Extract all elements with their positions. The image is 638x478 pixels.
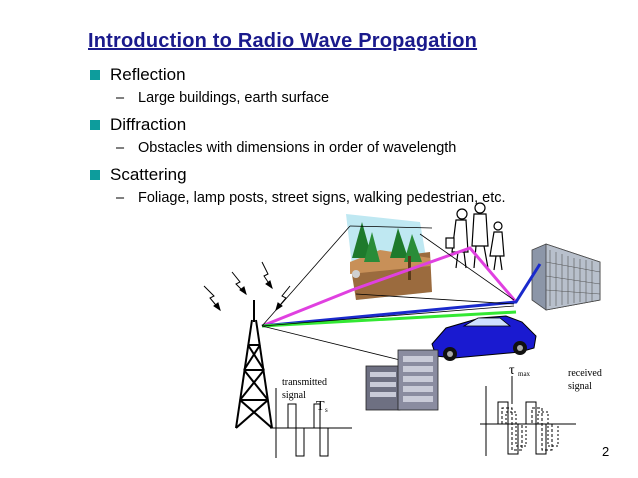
received-label: received (568, 368, 602, 379)
bullet-square-icon (90, 70, 100, 80)
ray-blue (261, 263, 542, 328)
received-signal-plot (480, 376, 576, 456)
ts-symbol: T (316, 399, 325, 414)
bullet-reflection: Reflection (88, 64, 608, 88)
page-number: 2 (602, 444, 610, 459)
sub-bullet-dash: – (116, 90, 125, 106)
tau-symbol: τ (509, 363, 515, 378)
radio-rays (261, 246, 542, 328)
ts-subscript: s (325, 406, 328, 414)
bullet-square-icon (90, 170, 100, 180)
sub-bullet-dash: – (116, 140, 125, 156)
transmitted-label: signal (282, 390, 306, 401)
antenna-tower-icon (235, 300, 273, 429)
bullet-square-icon (90, 120, 100, 130)
slide-title: Introduction to Radio Wave Propagation (88, 30, 478, 52)
bullet-label: Diffraction (110, 115, 187, 134)
server-building-icon (365, 349, 439, 411)
ray-magenta (261, 246, 518, 328)
ray-green (261, 310, 517, 328)
sub-bullet-scattering: – Foliage, lamp posts, street signs, wal… (88, 188, 608, 214)
sub-bullet-text: Large buildings, earth surface (138, 90, 330, 106)
lightning-wave-icon (203, 261, 291, 312)
sub-bullet-dash: – (116, 190, 125, 206)
sub-bullet-text: Obstacles with dimensions in order of wa… (138, 140, 457, 156)
bullet-label: Reflection (110, 65, 186, 84)
tau-subscript: max (518, 370, 531, 378)
car-icon (431, 315, 537, 361)
sub-bullet-text: Foliage, lamp posts, street signs, walki… (138, 190, 506, 206)
bullet-list: Reflection – Large buildings, earth surf… (88, 64, 608, 214)
thin-rays (261, 225, 515, 361)
office-building-icon (531, 243, 601, 311)
sub-bullet-reflection: – Large buildings, earth surface (88, 88, 608, 114)
sub-bullet-diffraction: – Obstacles with dimensions in order of … (88, 138, 608, 164)
bullet-diffraction: Diffraction (88, 114, 608, 138)
bullet-scattering: Scattering (88, 164, 608, 188)
transmitted-label: transmitted (282, 377, 327, 388)
transmitted-signal-plot (270, 388, 352, 458)
received-label: signal (568, 381, 592, 392)
bullet-label: Scattering (110, 165, 187, 184)
pedestrians-icon (445, 202, 505, 271)
